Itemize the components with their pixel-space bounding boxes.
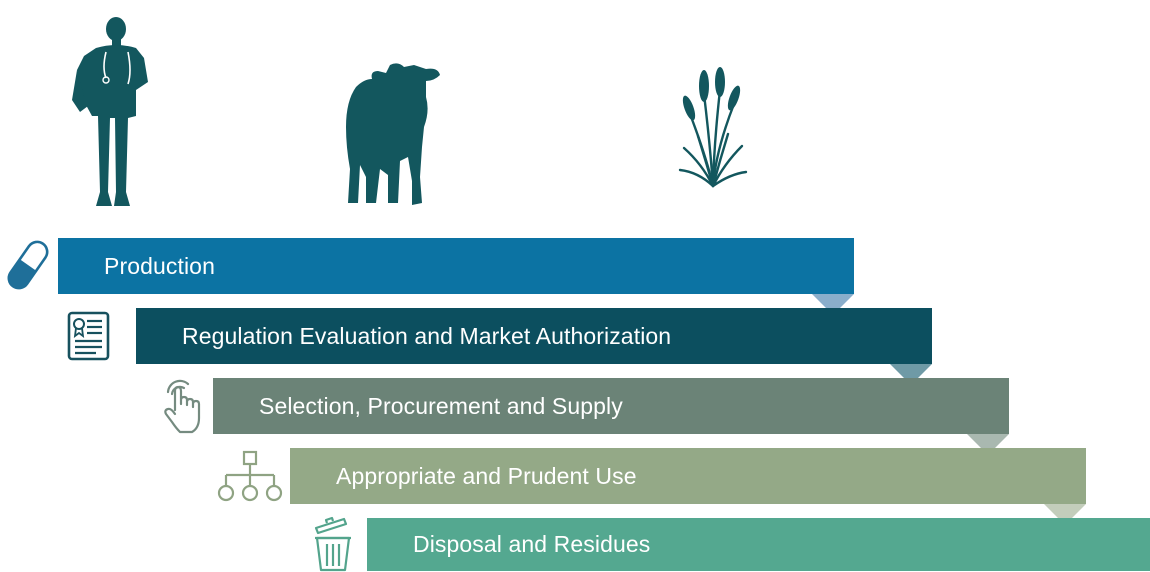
stage-label: Selection, Procurement and Supply xyxy=(259,392,623,419)
stage-bar-selection: Selection, Procurement and Supply xyxy=(213,378,1009,434)
crop-figure xyxy=(678,67,748,188)
stage-bar-disposal: Disposal and Residues xyxy=(367,518,1150,571)
veterinarian-figure xyxy=(72,17,148,206)
stage-bar-appropriate-use: Appropriate and Prudent Use xyxy=(290,448,1086,504)
cow-figure xyxy=(346,63,440,206)
trash-bin-icon xyxy=(314,516,351,572)
stage-label: Production xyxy=(104,252,215,279)
stage-bar-production: Production xyxy=(58,238,854,294)
stage-label: Appropriate and Prudent Use xyxy=(336,462,637,489)
stage-label: Regulation Evaluation and Market Authori… xyxy=(182,322,672,349)
hierarchy-icon xyxy=(217,450,283,502)
stage-bar-regulation: Regulation Evaluation and Market Authori… xyxy=(136,308,932,364)
certificate-document-icon xyxy=(67,311,110,361)
capsule-icon xyxy=(7,240,49,290)
hand-tap-icon xyxy=(164,379,201,434)
stage-label: Disposal and Residues xyxy=(413,531,651,557)
